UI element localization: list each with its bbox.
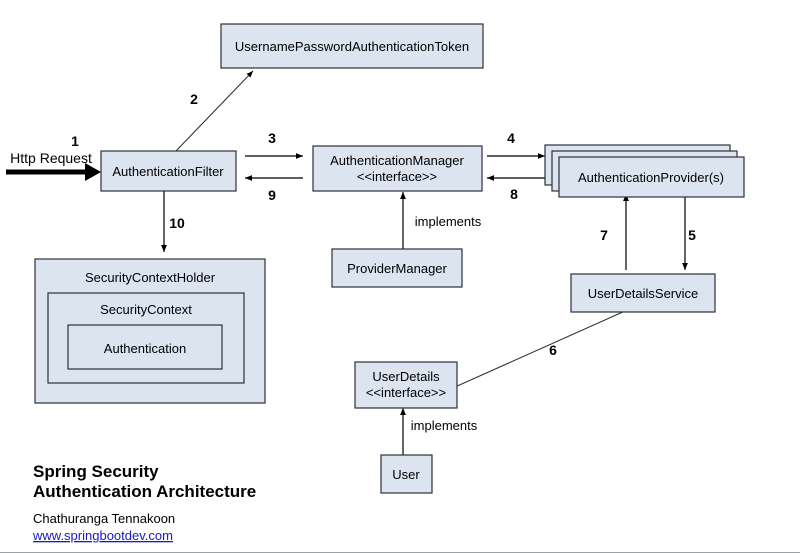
author-name: Chathuranga Tennakoon (33, 511, 175, 526)
node-user-details-service[interactable] (570, 273, 716, 313)
edge-http-request-arrowhead (85, 163, 101, 181)
edge-label-implements-manager: implements (415, 214, 482, 229)
node-user-details[interactable] (354, 361, 458, 409)
node-authentication-provider[interactable] (558, 156, 745, 198)
node-security-context-label: SecurityContext (100, 302, 192, 317)
edge-label-http-request: Http Request (10, 150, 92, 166)
node-provider-label: AuthenticationProvider(s) (578, 170, 724, 185)
page-title-line2: Authentication Architecture (33, 482, 256, 501)
node-user-label: User (392, 467, 420, 482)
node-user-details-service-label: UserDetailsService (588, 286, 699, 301)
edge-label-2: 2 (190, 91, 198, 107)
edge-label-7: 7 (600, 227, 608, 243)
edge-label-implements-user: implements (411, 418, 478, 433)
node-user-details-stereotype: <<interface>> (366, 385, 446, 400)
node-provider-manager[interactable] (331, 248, 463, 288)
node-manager-stereotype: <<interface>> (357, 169, 437, 184)
edge-label-6: 6 (549, 342, 557, 358)
edge-6 (454, 310, 626, 388)
node-user[interactable] (380, 454, 433, 494)
edge-label-1: 1 (71, 133, 79, 149)
node-user-details-label: UserDetails (372, 369, 440, 384)
node-authentication[interactable] (67, 324, 223, 370)
node-token-label: UsernamePasswordAuthenticationToken (235, 39, 469, 54)
edge-label-8: 8 (510, 186, 518, 202)
edge-label-3: 3 (268, 130, 276, 146)
node-provider-manager-label: ProviderManager (347, 261, 447, 276)
node-security-context-holder-label: SecurityContextHolder (85, 270, 216, 285)
edge-label-4: 4 (507, 130, 515, 146)
node-authentication-manager[interactable] (312, 145, 483, 192)
edge-label-9: 9 (268, 187, 276, 203)
edge-label-5: 5 (688, 227, 696, 243)
node-authentication-label: Authentication (104, 341, 186, 356)
edge-2 (174, 70, 254, 153)
node-username-password-authentication-token[interactable] (220, 23, 484, 69)
node-authentication-filter[interactable] (100, 150, 237, 192)
node-manager-label: AuthenticationManager (330, 153, 464, 168)
website-link[interactable]: www.springbootdev.com (32, 528, 173, 543)
page-title-line1: Spring Security (33, 462, 159, 481)
node-filter-label: AuthenticationFilter (112, 164, 224, 179)
edge-label-10: 10 (169, 215, 185, 231)
